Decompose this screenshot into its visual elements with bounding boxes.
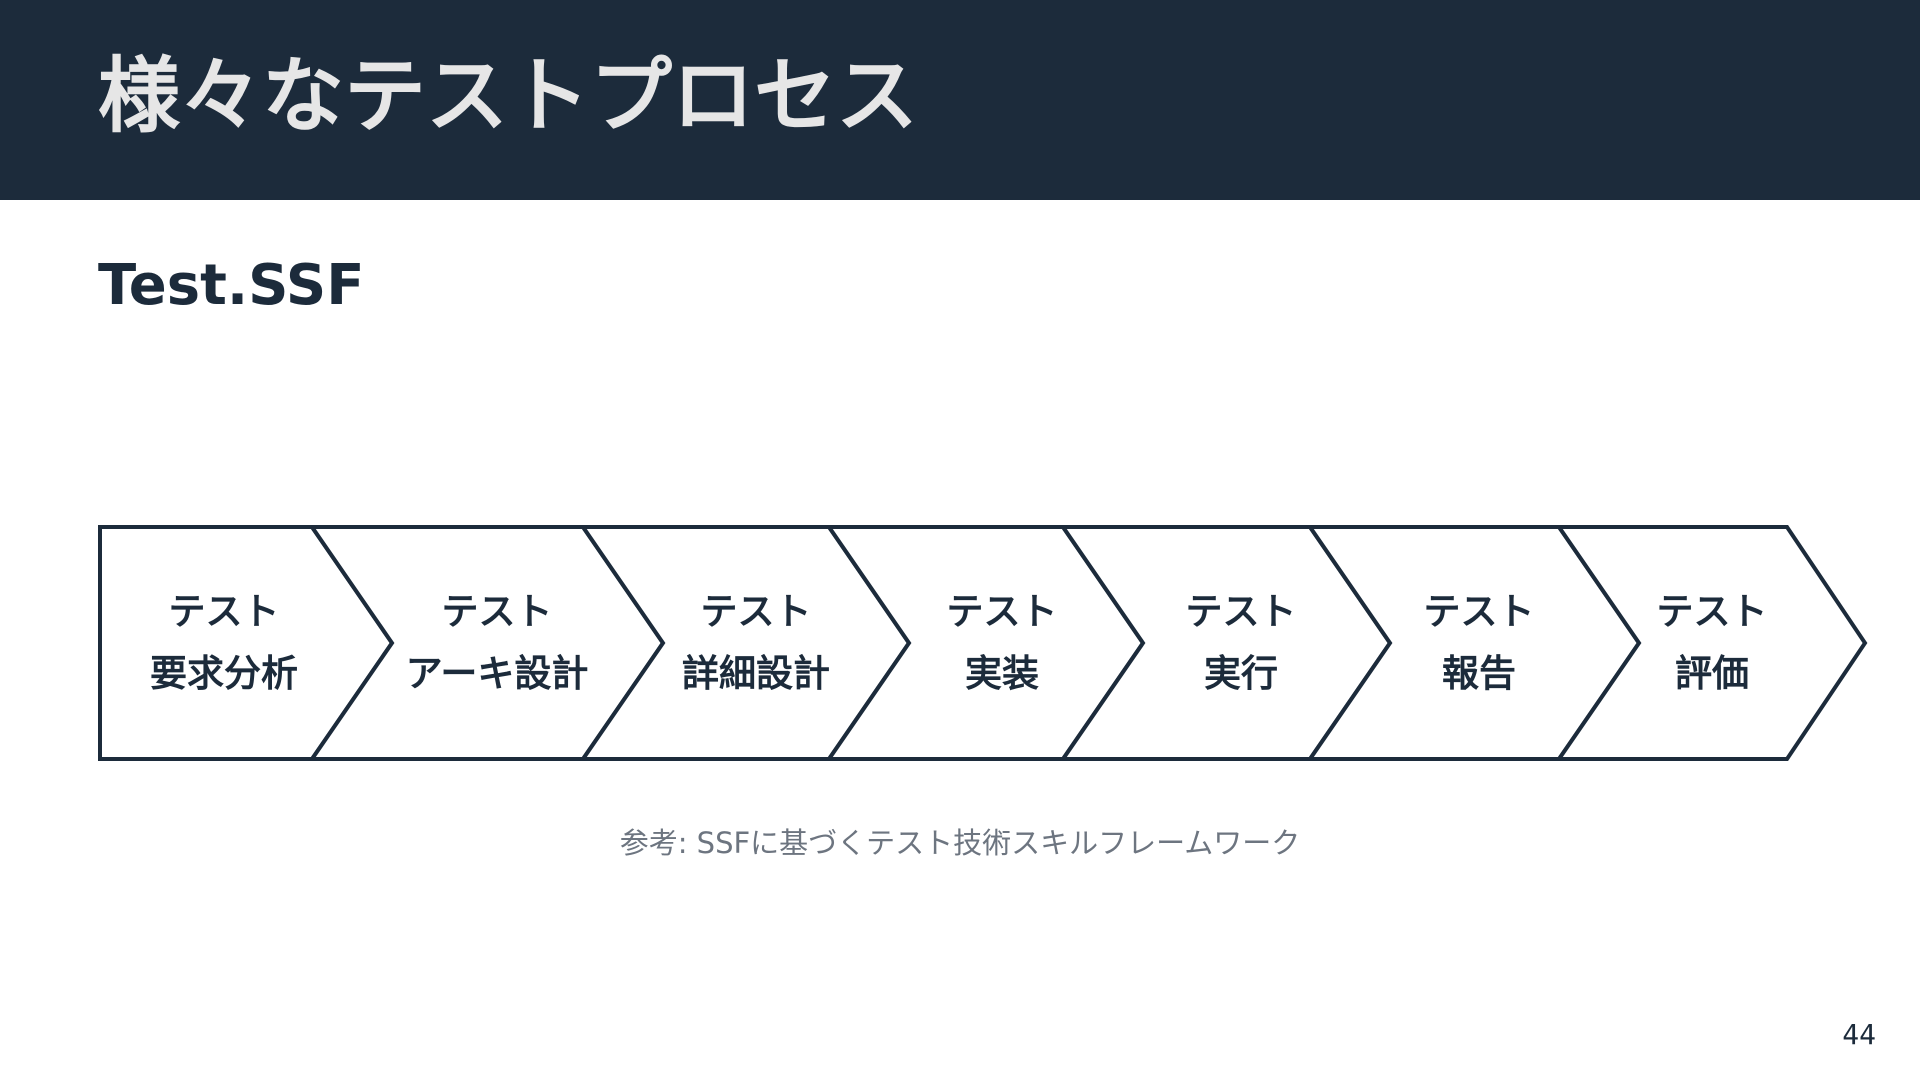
- reference-note: 参考: SSFに基づくテスト技術スキルフレームワーク: [619, 826, 1301, 860]
- step-line2: 実行: [1204, 652, 1278, 695]
- step-line1: テスト: [1186, 590, 1297, 633]
- slide-subtitle: Test.SSF: [98, 253, 365, 318]
- page-number: 44: [1842, 1018, 1876, 1051]
- step-line2: アーキ設計: [406, 652, 589, 695]
- step-line2: 実装: [965, 652, 1039, 695]
- process-step: テスト アーキ設計: [308, 525, 666, 761]
- step-line1: テスト: [1657, 590, 1768, 633]
- step-chevron-shape: [1555, 525, 1868, 761]
- header-bar: [0, 0, 1920, 200]
- step-line1: テスト: [701, 590, 812, 633]
- step-line2: 評価: [1675, 652, 1749, 695]
- process-step: テスト 実装: [825, 525, 1146, 761]
- process-step: テスト 評価: [1555, 525, 1868, 761]
- step-line2: 要求分析: [150, 652, 298, 695]
- step-line1: テスト: [169, 590, 280, 633]
- step-line1: テスト: [1424, 590, 1535, 633]
- process-step: テスト 詳細設計: [579, 525, 912, 761]
- step-line2: 詳細設計: [682, 652, 830, 695]
- step-line1: テスト: [947, 590, 1058, 633]
- process-step: テスト 報告: [1306, 525, 1642, 761]
- slide-title: 様々なテストプロセス: [98, 49, 919, 144]
- step-line1: テスト: [442, 590, 553, 633]
- step-line2: 報告: [1442, 652, 1516, 695]
